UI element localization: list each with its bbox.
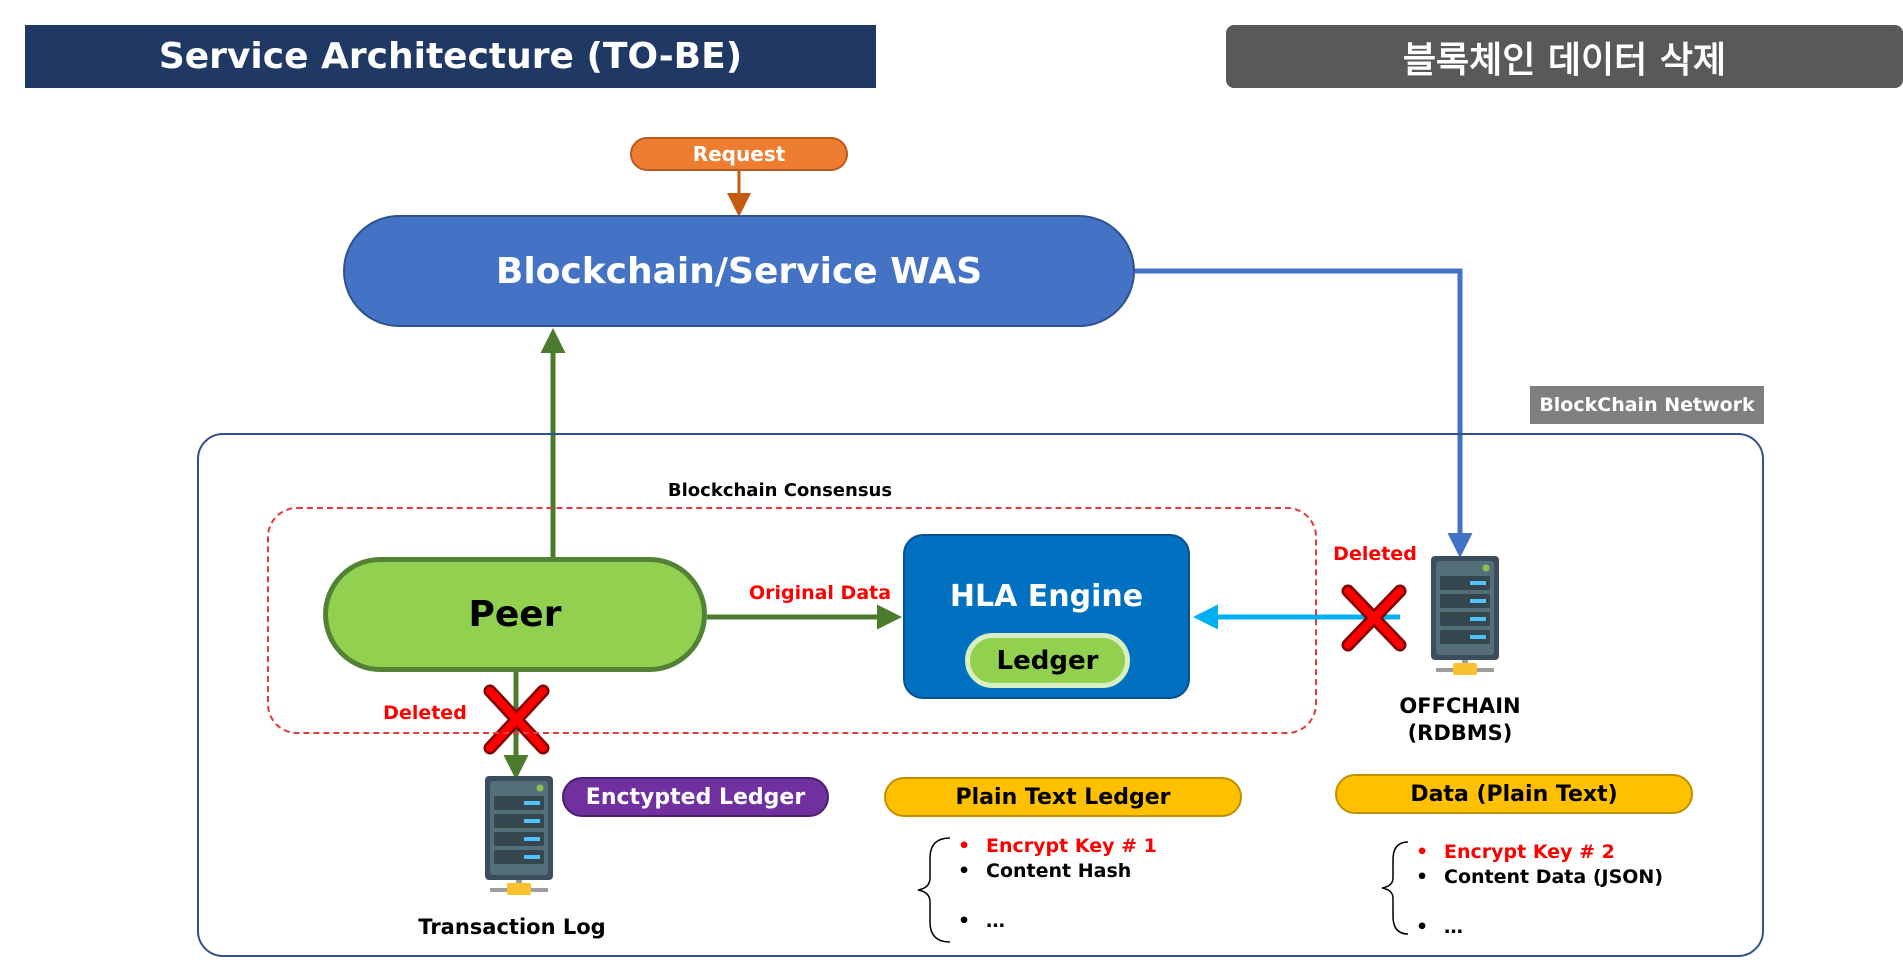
- list-item-text: Encrypt Key # 2: [1444, 841, 1615, 863]
- blockchain-network-container: [197, 433, 1764, 957]
- list-item-text: …: [986, 910, 1005, 932]
- transaction-log-label: Transaction Log: [418, 914, 606, 939]
- data-plain-text-label: Data (Plain Text): [1410, 781, 1618, 807]
- title-banner-left: Service Architecture (TO-BE): [25, 25, 876, 88]
- bullet-icon: •: [1416, 841, 1429, 863]
- was-label: Blockchain/Service WAS: [495, 250, 983, 292]
- ledger-label: Ledger: [996, 645, 1099, 676]
- encrypted-ledger-label: Enctypted Ledger: [585, 784, 806, 810]
- title-banner-right: 블록체인 데이터 삭제: [1226, 25, 1903, 88]
- original-data-label: Original Data: [748, 582, 892, 604]
- bullet-icon: •: [958, 910, 971, 932]
- list-item: [958, 884, 1298, 909]
- offchain-label-line1: OFFCHAIN: [1399, 694, 1521, 718]
- list-item: •…: [958, 909, 1298, 934]
- plain-ledger-item-list: •Encrypt Key # 1•Content Hash•…: [958, 834, 1298, 934]
- data-plain-text-badge: Data (Plain Text): [1335, 774, 1693, 814]
- list-item: [1416, 890, 1756, 915]
- hla-engine-label: HLA Engine: [949, 578, 1144, 614]
- page-title: Service Architecture (TO-BE): [158, 36, 743, 77]
- hla-engine-node: HLA Engine Ledger: [903, 534, 1190, 699]
- peer-label: Peer: [468, 594, 562, 635]
- offchain-label-line2: (RDBMS): [1407, 721, 1513, 745]
- network-label: BlockChain Network: [1539, 394, 1755, 416]
- deleted-label-left: Deleted: [383, 702, 467, 724]
- ledger-node: Ledger: [965, 633, 1130, 688]
- bullet-icon: •: [958, 860, 971, 882]
- list-item-text: …: [1444, 916, 1463, 938]
- bullet-icon: •: [1416, 916, 1429, 938]
- list-item: • Encrypt Key # 2: [1416, 840, 1756, 865]
- delete-cross-left: [483, 684, 550, 755]
- was-node: Blockchain/Service WAS: [343, 215, 1135, 327]
- list-item-text: Encrypt Key # 1: [986, 835, 1157, 857]
- offchain-server-icon: [1431, 556, 1499, 675]
- was-to-offchain-arrow: [1135, 268, 1473, 558]
- delete-cross-right: [1341, 584, 1407, 652]
- peer-node: Peer: [323, 557, 707, 672]
- data-item-list: •Encrypt Key # 2•Content Data (JSON)•…: [1416, 840, 1756, 940]
- list-item-text: Content Data (JSON): [1444, 866, 1664, 888]
- blockchain-network-tag: BlockChain Network: [1530, 386, 1764, 424]
- bullet-icon: •: [1416, 866, 1429, 888]
- request-node: Request: [630, 137, 848, 171]
- brace-mid: [917, 837, 951, 943]
- page-subtitle: 블록체인 데이터 삭제: [1402, 39, 1727, 81]
- list-item-text: Content Hash: [986, 860, 1132, 882]
- plain-text-ledger-badge: Plain Text Ledger: [884, 777, 1242, 817]
- encrypted-ledger-badge: Enctypted Ledger: [562, 777, 829, 817]
- bullet-icon: •: [958, 835, 971, 857]
- offchain-label: OFFCHAIN (RDBMS): [1380, 690, 1540, 750]
- consensus-label: Blockchain Consensus: [667, 479, 893, 501]
- deleted-label-right: Deleted: [1333, 543, 1417, 565]
- list-item: • Content Hash: [958, 859, 1298, 884]
- transaction-log-server-icon: [485, 776, 553, 895]
- list-item: • Content Data (JSON): [1416, 865, 1756, 890]
- list-item: •…: [1416, 915, 1756, 940]
- consensus-boundary: [267, 507, 1317, 734]
- request-label: Request: [692, 142, 786, 166]
- list-item: • Encrypt Key # 1: [958, 834, 1298, 859]
- brace-right: [1381, 841, 1409, 935]
- plain-text-ledger-label: Plain Text Ledger: [955, 784, 1171, 810]
